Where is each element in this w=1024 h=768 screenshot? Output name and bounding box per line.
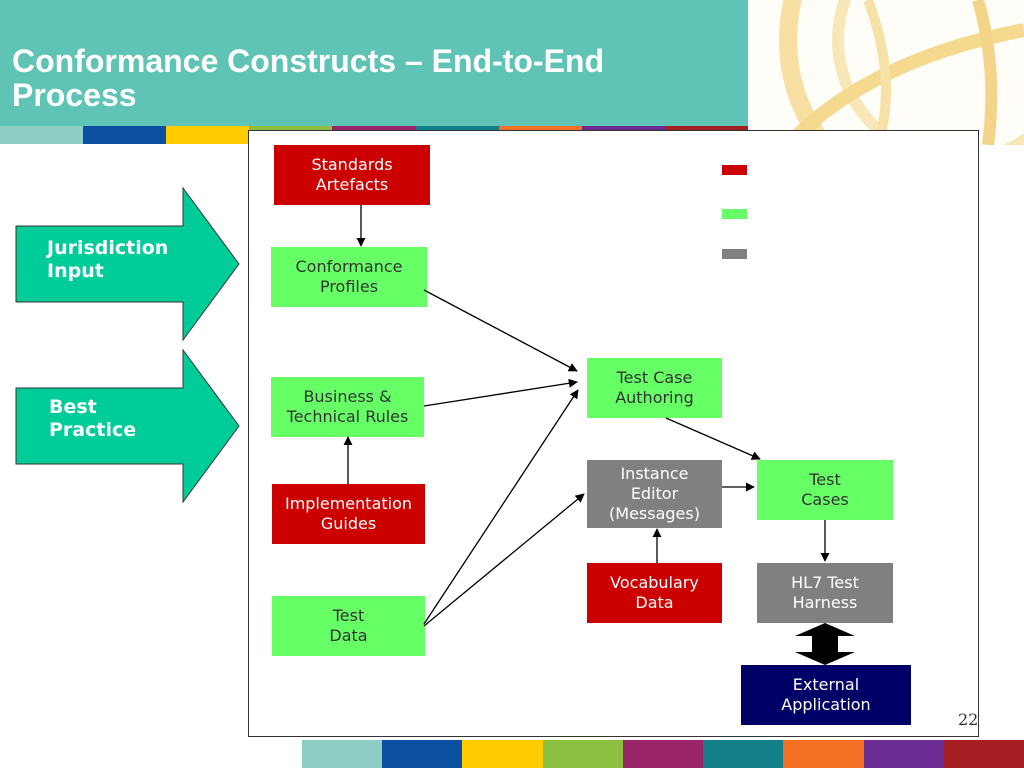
node-instance-editor: Instance Editor (Messages) xyxy=(587,460,722,528)
decorative-globe-graphic xyxy=(748,0,1024,145)
page-number: 22 xyxy=(958,710,979,729)
node-test-cases: Test Cases xyxy=(757,460,893,520)
node-vocabulary-data: Vocabulary Data xyxy=(587,563,722,623)
stripe-segment xyxy=(542,740,623,768)
legend-grey-swatch xyxy=(722,249,747,259)
stripe-segment xyxy=(0,126,84,144)
edge-profiles-to-authoring xyxy=(423,289,578,372)
legend-red-swatch xyxy=(722,165,747,175)
node-standards-artefacts: Standards Artefacts xyxy=(274,145,430,205)
edge-testdata-to-instance-editor xyxy=(423,493,585,627)
jurisdiction-input-label: Jurisdiction Input xyxy=(47,237,169,282)
double-arrow-harness-external xyxy=(795,623,855,665)
title-bar xyxy=(0,0,748,126)
stripe-segment xyxy=(462,740,543,768)
node-implementation-guides: Implementation Guides xyxy=(272,484,425,544)
stripe-segment xyxy=(83,126,167,144)
edge-authoring-to-testcases xyxy=(665,417,761,460)
jurisdiction-input-arrow-shape xyxy=(15,186,240,342)
node-hl7-test-harness: HL7 Test Harness xyxy=(757,563,893,623)
node-conformance-profiles: Conformance Profiles xyxy=(271,247,427,307)
node-business-technical-rules: Business & Technical Rules xyxy=(271,377,424,437)
best-practice-label: Best Practice xyxy=(49,396,137,441)
stripe-segment xyxy=(943,740,1024,768)
stripe-segment xyxy=(863,740,944,768)
stripe-segment xyxy=(703,740,784,768)
legend-green-swatch xyxy=(722,209,747,219)
edge-rules-to-authoring xyxy=(423,378,578,407)
slide-title: Conformance Constructs – End-to-End Proc… xyxy=(12,43,605,113)
stripe-segment xyxy=(382,740,463,768)
stripe-segment xyxy=(622,740,704,768)
stripe-segment xyxy=(783,740,864,768)
stripe-segment xyxy=(302,740,383,768)
bottom-color-stripe xyxy=(302,740,1024,768)
edge-testdata-to-authoring xyxy=(423,389,579,625)
node-test-data: Test Data xyxy=(272,596,425,656)
node-external-application: External Application xyxy=(741,665,911,725)
node-test-case-authoring: Test Case Authoring xyxy=(587,358,722,418)
stripe-segment xyxy=(166,126,250,144)
best-practice-arrow-shape xyxy=(15,348,240,504)
